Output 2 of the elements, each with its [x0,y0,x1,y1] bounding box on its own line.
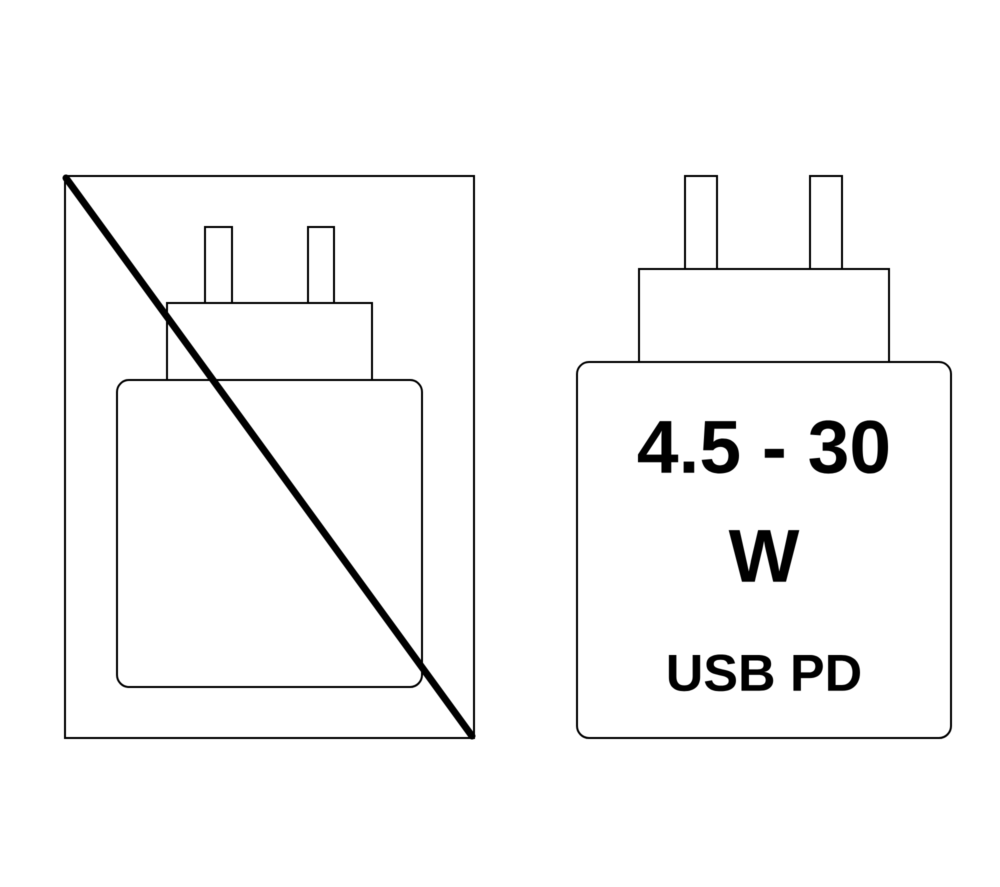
charger-body [116,379,423,688]
charger-body: 4.5 - 30 W USB PD [576,361,952,739]
